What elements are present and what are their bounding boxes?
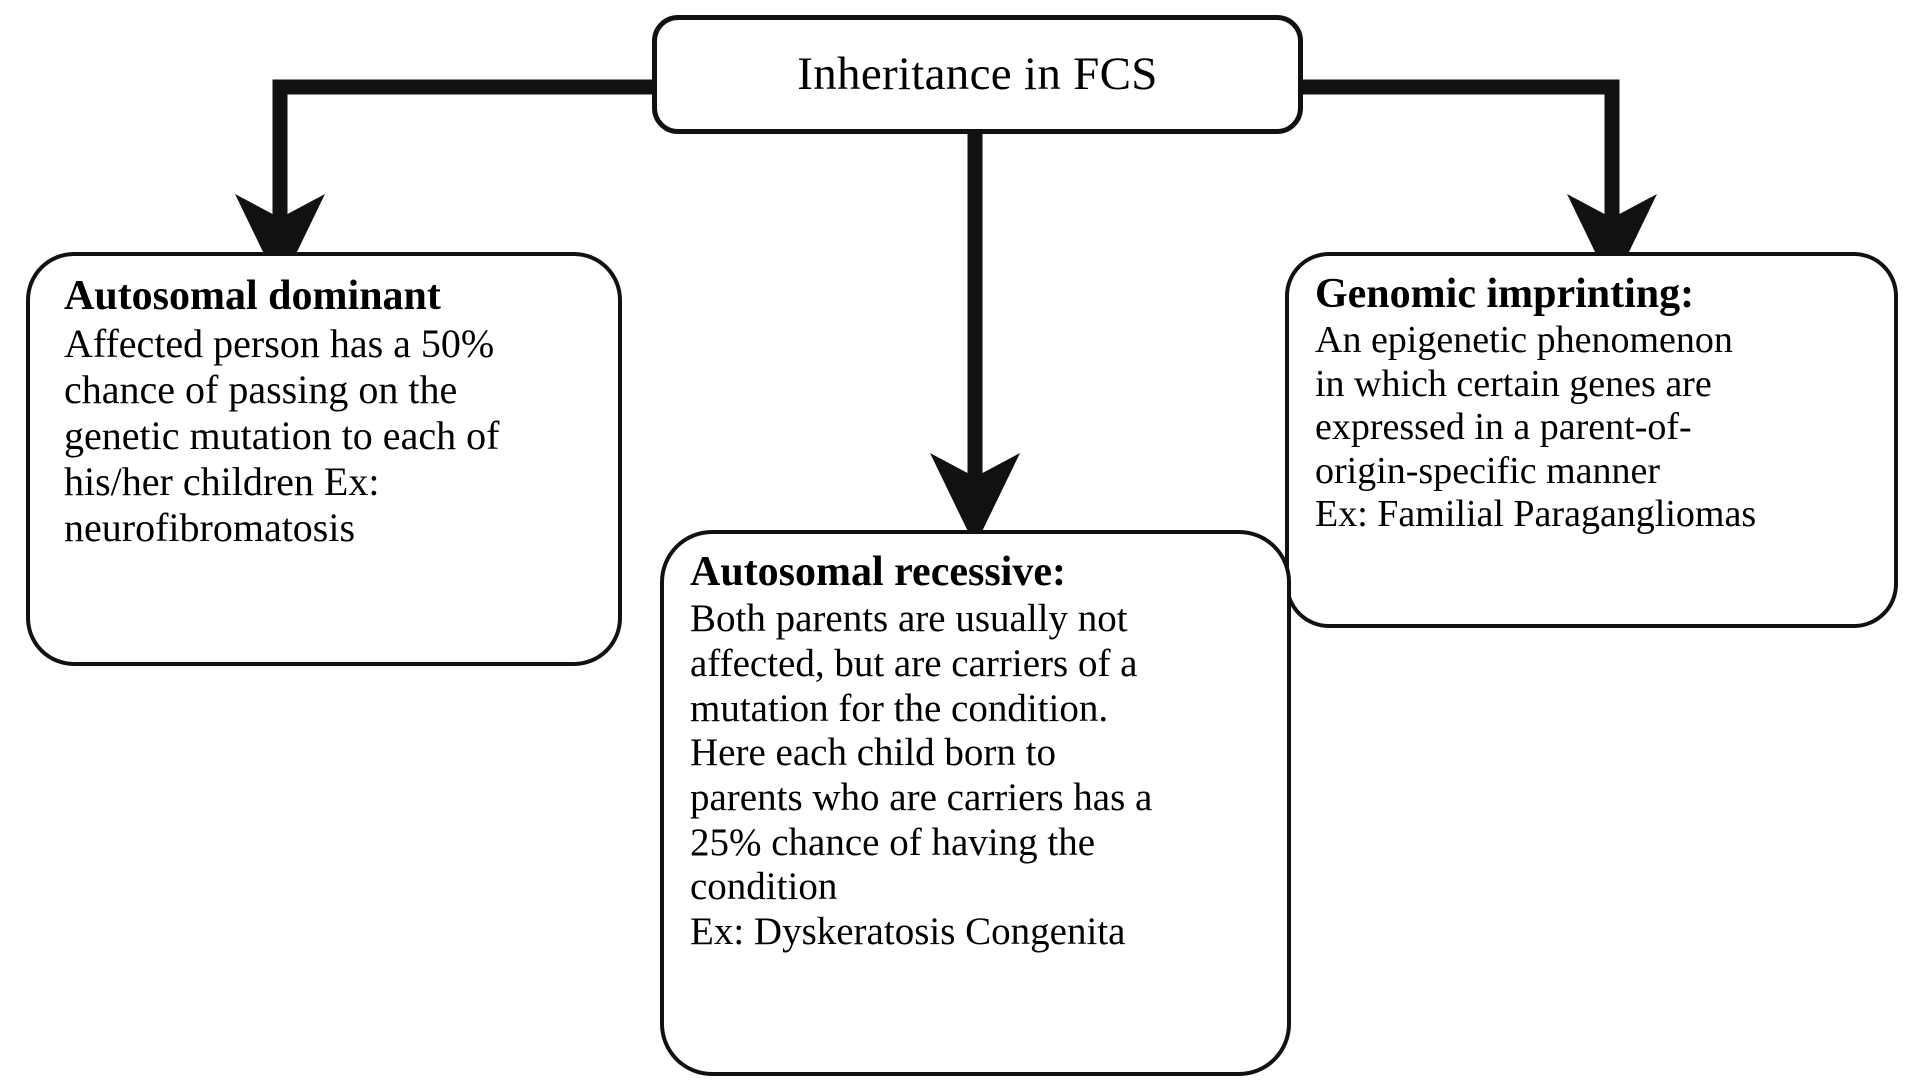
connector-to-autosomal-dominant	[235, 79, 652, 288]
genomic-imprinting-heading: Genomic imprinting:	[1315, 271, 1695, 317]
title-node-label: Inheritance in FCS	[797, 48, 1158, 100]
autosomal-recessive-heading: Autosomal recessive:	[690, 549, 1066, 595]
autosomal-dominant-body: Affected person has a 50% chance of pass…	[64, 321, 500, 550]
autosomal-dominant-heading: Autosomal dominant	[64, 273, 441, 319]
node-inheritance-in-fcs[interactable]: Inheritance in FCS	[652, 15, 1303, 134]
node-autosomal-dominant[interactable]: Autosomal dominant Affected person has a…	[26, 252, 622, 666]
connector-to-genomic-imprinting	[1303, 79, 1657, 288]
node-autosomal-recessive[interactable]: Autosomal recessive: Both parents are us…	[660, 530, 1291, 1076]
autosomal-recessive-body: Both parents are usually not affected, b…	[690, 597, 1153, 953]
genomic-imprinting-body: An epigenetic phenomenon in which certai…	[1315, 319, 1757, 536]
node-genomic-imprinting[interactable]: Genomic imprinting: An epigenetic phenom…	[1285, 252, 1898, 628]
